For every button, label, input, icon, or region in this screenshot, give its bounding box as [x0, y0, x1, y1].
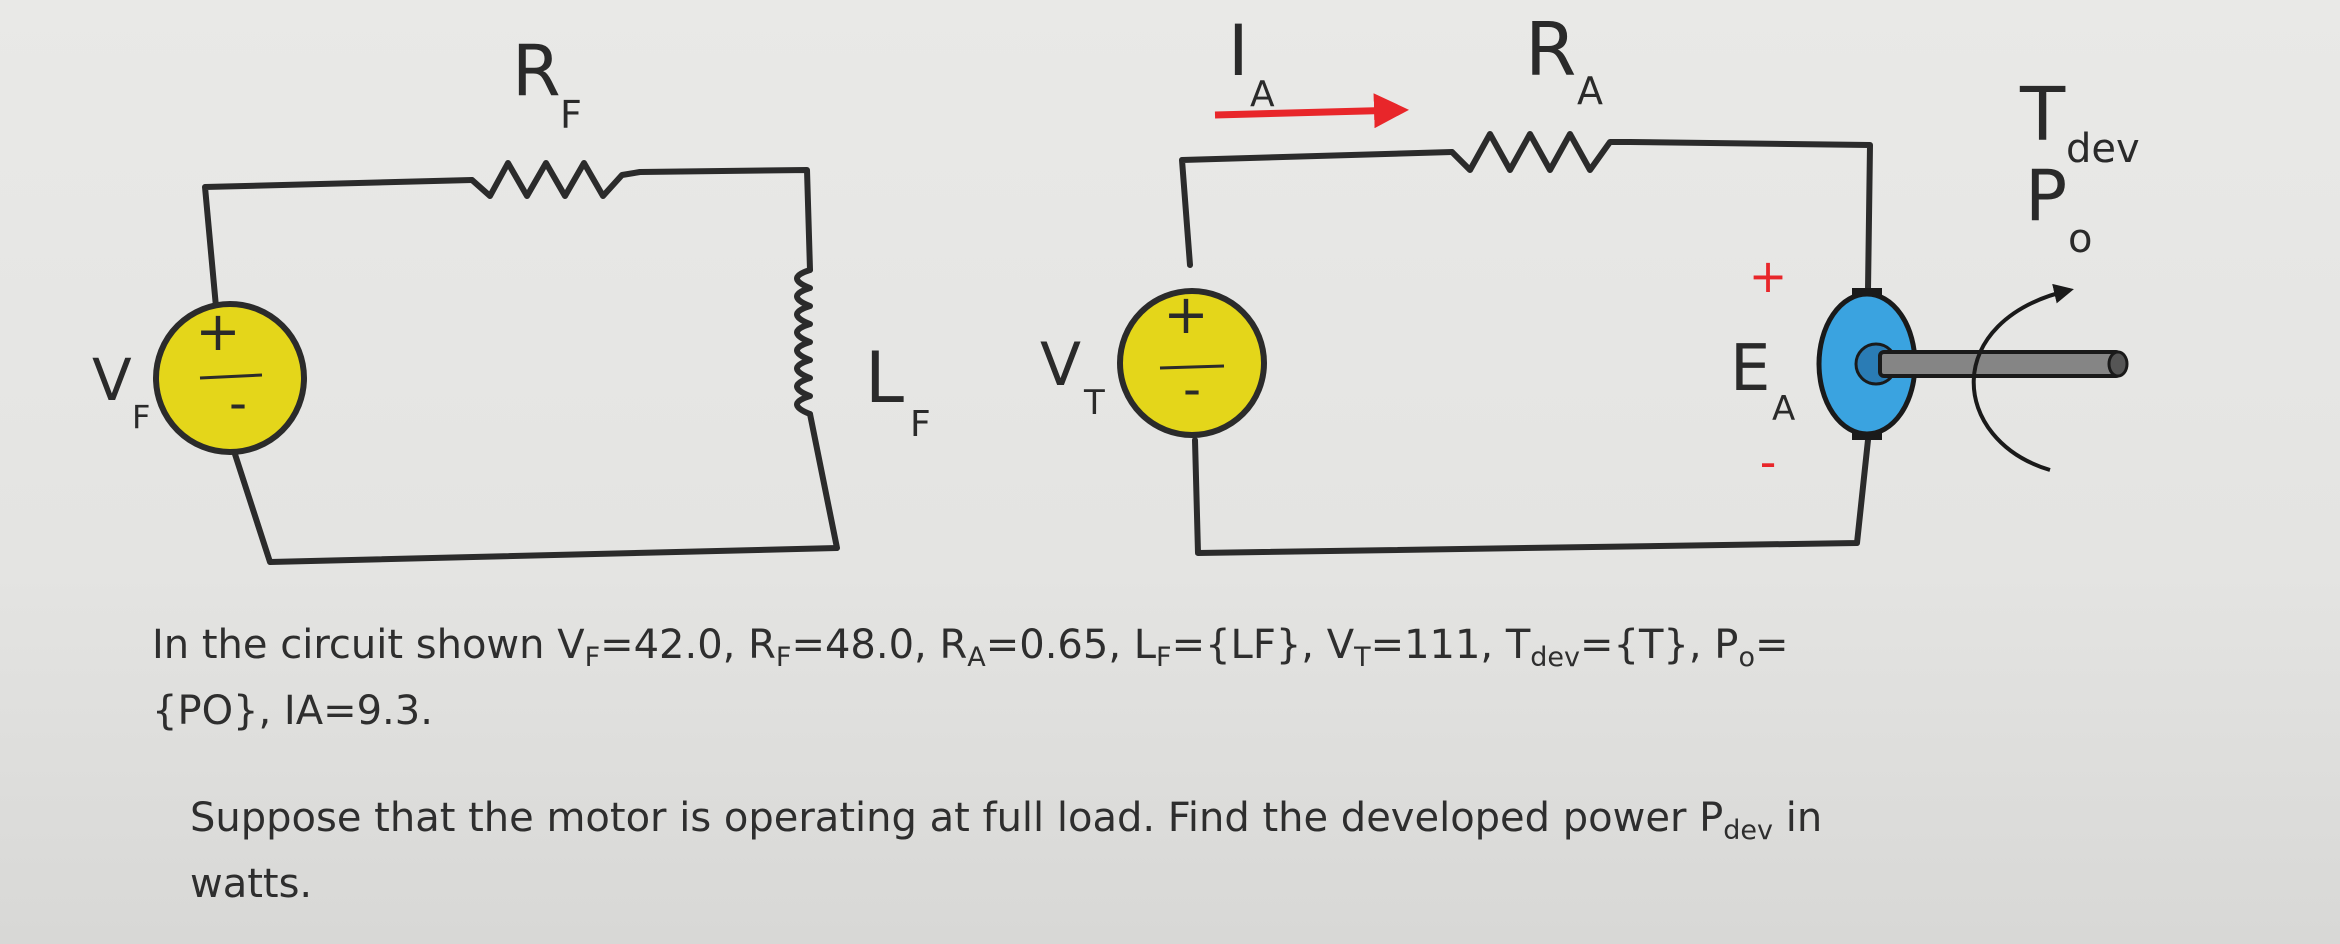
svg-text:dev: dev — [2066, 126, 2140, 172]
armature-wire-top-left — [1179, 149, 1455, 268]
vf-label: V F — [92, 346, 150, 436]
problem-line-1: In the circuit shown VF=42.0, RF=48.0, R… — [152, 622, 1789, 673]
vt-plus-sign: + — [1163, 283, 1208, 346]
svg-text:R: R — [1525, 7, 1576, 93]
current-arrow — [1214, 93, 1409, 129]
svg-text:P: P — [2025, 155, 2067, 237]
ea-minus-sign: - — [1760, 435, 1777, 489]
armature-circuit — [1179, 131, 1873, 556]
problem-line-2: {PO}, IA=9.3. — [152, 688, 433, 734]
armature-wire-top-right — [1627, 139, 1873, 293]
svg-text:E: E — [1730, 332, 1770, 406]
svg-text:F: F — [560, 93, 582, 137]
ea-label: E A — [1730, 332, 1795, 429]
field-circuit — [202, 160, 840, 565]
svg-text:I: I — [1228, 10, 1249, 92]
tdev-label: T dev — [2019, 72, 2140, 172]
question-line-2: watts. — [190, 861, 313, 907]
vt-minus-sign: - — [1183, 360, 1201, 418]
svg-text:V: V — [1040, 330, 1081, 400]
lf-label: L F — [865, 337, 931, 445]
vt-label: V T — [1040, 330, 1105, 423]
rf-label: R F — [512, 30, 582, 137]
svg-text:A: A — [1772, 389, 1795, 429]
rotation-arrow — [1971, 283, 2074, 472]
po-label: P o — [2025, 155, 2092, 262]
ea-plus-sign: + — [1749, 249, 1788, 303]
motor-shaft — [1878, 350, 2122, 378]
terminal-voltage-source: + - — [1117, 283, 1267, 438]
question-text: Suppose that the motor is operating at f… — [190, 785, 2090, 917]
field-voltage-source: + - — [153, 300, 307, 455]
svg-text:F: F — [910, 404, 931, 445]
ra-label: R A — [1525, 7, 1603, 113]
dc-motor — [1816, 288, 2129, 440]
svg-text:A: A — [1577, 69, 1603, 113]
ia-label: I A — [1228, 10, 1275, 115]
circuit-diagram: + - + - + - R F L F V F — [92, 7, 2140, 565]
svg-text:o: o — [2068, 216, 2092, 262]
svg-text:T: T — [1083, 383, 1105, 423]
svg-text:F: F — [132, 398, 150, 436]
vf-plus-sign: + — [195, 300, 240, 363]
armature-wire-bottom — [1192, 437, 1871, 556]
armature-resistor — [1449, 131, 1633, 173]
field-wire-top-right — [637, 167, 813, 273]
svg-text:V: V — [92, 346, 132, 414]
field-wire-bottom — [229, 411, 840, 565]
question-line-1: Suppose that the motor is operating at f… — [190, 795, 1823, 846]
field-resistor — [469, 160, 643, 199]
svg-text:T: T — [2019, 72, 2066, 158]
problem-statement: In the circuit shown VF=42.0, RF=48.0, R… — [152, 612, 2152, 744]
svg-text:R: R — [512, 30, 561, 112]
svg-text:L: L — [865, 337, 904, 419]
vf-minus-sign: - — [229, 374, 247, 432]
field-inductor — [794, 267, 813, 417]
svg-text:A: A — [1250, 74, 1275, 115]
